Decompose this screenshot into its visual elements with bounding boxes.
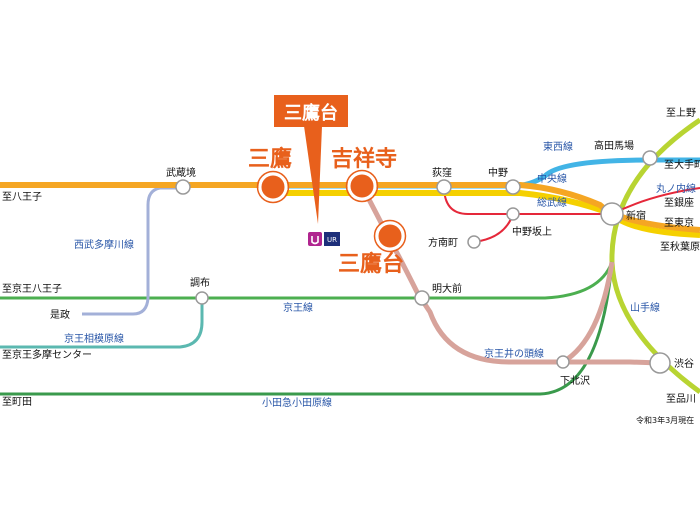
- label-musashisakai: 武蔵境: [166, 166, 196, 179]
- callout-text: 三鷹台: [284, 102, 338, 124]
- keio-line: [0, 261, 614, 300]
- station-marker-honancho[interactable]: [467, 235, 481, 249]
- svg-text:UR: UR: [327, 236, 337, 244]
- callout-box: [274, 95, 348, 127]
- ur-logo: UR: [308, 232, 340, 246]
- line-label-marunouchi: 丸ノ内線: [656, 182, 696, 195]
- line-label-yamanote: 山手線: [630, 301, 660, 314]
- dest-keio-hachioji: 至京王八王子: [2, 282, 62, 295]
- station-marker-nakanosakaue[interactable]: [506, 207, 520, 221]
- seibu-tamagawa-line: [82, 186, 183, 316]
- dest-otemachi: 至大手町: [664, 158, 700, 171]
- label-kichijoji: 吉祥寺: [331, 146, 397, 172]
- keio-sagamihara-line: [0, 298, 204, 349]
- station-marker-takadanobaba[interactable]: [642, 150, 658, 166]
- line-label-seibu-tamagawa: 西武多摩川線: [74, 238, 134, 251]
- line-label-keio-sagamihara: 京王相模原線: [64, 332, 124, 345]
- station-marker-kichijoji-ring: [345, 169, 379, 203]
- station-marker-chofu[interactable]: [195, 291, 209, 305]
- label-chofu: 調布: [190, 276, 210, 289]
- line-label-sobu: 総武線: [537, 196, 567, 209]
- label-shinjuku: 新宿: [626, 209, 646, 222]
- label-mitakadai: 三鷹台: [338, 251, 404, 277]
- station-marker-mitakadai[interactable]: [375, 221, 405, 251]
- station-marker-mitaka[interactable]: [258, 172, 288, 202]
- dest-machida: 至町田: [2, 396, 32, 408]
- station-marker-ogikubo[interactable]: [436, 179, 452, 195]
- dest-ginza: 至銀座: [664, 196, 694, 209]
- label-nakanosakaue: 中野坂上: [512, 225, 552, 238]
- line-label-keio: 京王線: [283, 301, 313, 314]
- label-meidaimae: 明大前: [432, 282, 462, 295]
- label-honancho: 方南町: [428, 236, 458, 249]
- callout-pointer: [304, 126, 322, 224]
- label-takadanobaba: 高田馬場: [594, 139, 634, 152]
- dest-hachioji: 至八王子: [2, 191, 42, 203]
- station-marker-shimokitazawa[interactable]: [556, 355, 570, 369]
- station-marker-mitakadai-ring: [373, 219, 407, 253]
- station-marker-shinjuku[interactable]: [600, 202, 624, 226]
- station-marker-shibuya[interactable]: [649, 352, 671, 374]
- station-marker-musashisakai[interactable]: [175, 179, 191, 195]
- station-marker-kichijoji[interactable]: [347, 171, 377, 201]
- line-label-odakyu: 小田急小田原線: [262, 396, 332, 409]
- station-marker-mitaka-ring: [256, 170, 290, 204]
- station-marker-meidaimae[interactable]: [414, 290, 430, 306]
- label-nakano: 中野: [488, 166, 508, 179]
- chuo-line-east: [270, 182, 700, 233]
- dest-shinagawa: 至品川: [666, 393, 696, 405]
- label-shibuya: 渋谷: [674, 357, 694, 370]
- label-koremasa: 是政: [50, 308, 70, 321]
- label-ogikubo: 荻窪: [432, 166, 452, 179]
- line-label-chuo: 中央線: [537, 172, 567, 185]
- dest-tokyo: 至東京: [664, 216, 694, 229]
- label-shimokitazawa: 下北沢: [560, 374, 590, 387]
- date-note: 令和3年3月現在: [636, 415, 694, 425]
- line-label-tozai: 東西線: [543, 140, 573, 153]
- station-marker-nakano[interactable]: [505, 179, 521, 195]
- odakyu-line: [0, 261, 614, 396]
- line-label-inokashira: 京王井の頭線: [484, 347, 544, 360]
- dest-akihabara: 至秋葉原: [660, 240, 700, 253]
- dest-keio-tama: 至京王多摩センター: [2, 348, 92, 361]
- label-mitaka: 三鷹: [248, 146, 292, 172]
- dest-ueno: 至上野: [666, 107, 696, 119]
